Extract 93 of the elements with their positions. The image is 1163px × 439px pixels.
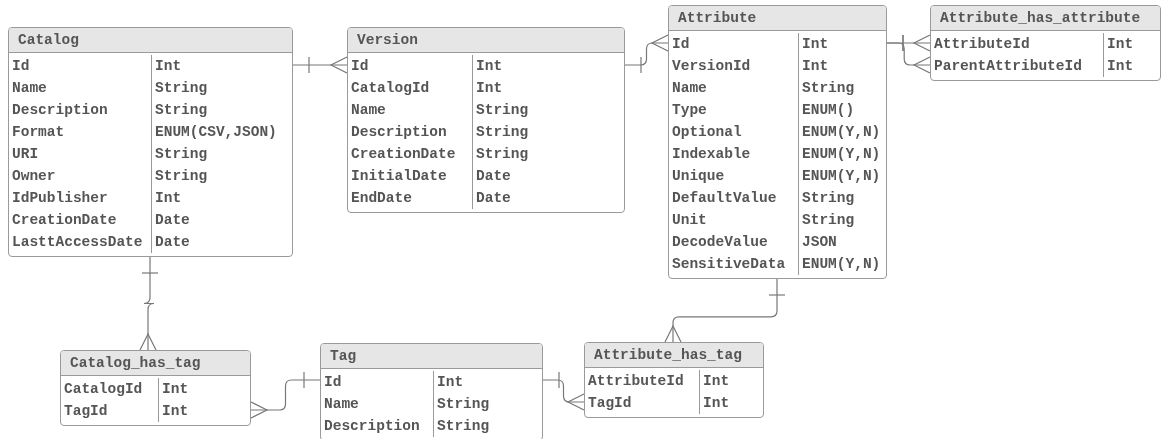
relationship-line — [250, 371, 321, 419]
relationship-line — [624, 34, 669, 74]
field-name: IdPublisher — [11, 189, 109, 208]
field-name: Name — [350, 101, 387, 120]
field-type: Int — [1103, 55, 1160, 77]
field-type: String — [433, 415, 542, 437]
field-name: Name — [323, 395, 360, 414]
field-name: TagId — [587, 394, 633, 413]
field-name: Id — [11, 57, 31, 76]
entity-table — [347, 27, 625, 213]
field-name: CatalogId — [63, 380, 144, 399]
field-name: AttributeId — [587, 372, 685, 391]
field-name: CreationDate — [11, 211, 118, 230]
field-type: Int — [798, 55, 886, 77]
field-name: EndDate — [350, 189, 413, 208]
field-type: Date — [472, 165, 624, 187]
field-name: VersionId — [671, 57, 752, 76]
field-name: SensitiveData — [671, 255, 787, 274]
field-name: Format — [11, 123, 66, 142]
field-type: Int — [472, 77, 624, 99]
field-name: Description — [350, 123, 448, 142]
field-type: Int — [472, 55, 624, 77]
field-type: String — [151, 77, 292, 99]
table-title: Attribute_has_attribute — [940, 9, 1141, 28]
field-type: ENUM(Y,N) — [798, 143, 886, 165]
field-name: TagId — [63, 402, 109, 421]
field-type: String — [472, 99, 624, 121]
field-type: Int — [699, 392, 763, 414]
field-name: LasttAccessDate — [11, 233, 144, 252]
field-name: Unit — [671, 211, 708, 230]
table-title: Tag — [330, 347, 357, 366]
field-type: Date — [151, 231, 292, 253]
field-type: String — [151, 143, 292, 165]
field-type: String — [798, 187, 886, 209]
field-type: ENUM(Y,N) — [798, 253, 886, 275]
field-name: Indexable — [671, 145, 752, 164]
table-title: Version — [357, 31, 418, 50]
relationship-line — [664, 278, 786, 343]
relationship-line — [292, 56, 348, 74]
entity-table — [930, 5, 1161, 81]
field-type: String — [151, 99, 292, 121]
field-type: Int — [158, 400, 250, 422]
field-type: Date — [472, 187, 624, 209]
field-type: String — [798, 209, 886, 231]
field-type: String — [472, 143, 624, 165]
field-type: ENUM(Y,N) — [798, 121, 886, 143]
table-title: Attribute — [678, 9, 757, 28]
table-title: Attribute_has_tag — [594, 346, 742, 365]
entity-table — [60, 350, 251, 426]
relationship-line — [886, 34, 931, 74]
field-name: CatalogId — [350, 79, 431, 98]
field-name: URI — [11, 145, 40, 164]
field-type: String — [433, 393, 542, 415]
field-type: Int — [151, 55, 292, 77]
field-type: ENUM(Y,N) — [798, 165, 886, 187]
field-type: String — [472, 121, 624, 143]
field-type: ENUM() — [798, 99, 886, 121]
field-name: DefaultValue — [671, 189, 778, 208]
field-name: Owner — [11, 167, 57, 186]
field-type: Int — [798, 33, 886, 55]
field-name: DecodeValue — [671, 233, 769, 252]
field-name: Id — [323, 373, 343, 392]
field-type: String — [798, 77, 886, 99]
field-name: Unique — [671, 167, 726, 186]
field-name: CreationDate — [350, 145, 457, 164]
field-name: AttributeId — [933, 35, 1031, 54]
field-type: Int — [433, 371, 542, 393]
table-title: Catalog — [18, 31, 79, 50]
entity-table — [668, 5, 887, 279]
field-name: Description — [323, 417, 421, 436]
field-name: InitialDate — [350, 167, 448, 186]
field-name: ParentAttributeId — [933, 57, 1083, 76]
field-name: Type — [671, 101, 708, 120]
entity-table — [584, 342, 764, 418]
field-name: Name — [671, 79, 708, 98]
field-type: Int — [699, 370, 763, 392]
field-type: Date — [151, 209, 292, 231]
field-name: Id — [350, 57, 370, 76]
field-type: String — [151, 165, 292, 187]
field-name: Id — [671, 35, 691, 54]
field-type: JSON — [798, 231, 886, 253]
field-type: Int — [1103, 33, 1160, 55]
relationship-line — [139, 256, 159, 351]
entity-table — [8, 27, 293, 257]
table-title: Catalog_has_tag — [70, 354, 201, 373]
relationship-line — [542, 371, 585, 411]
field-name: Optional — [671, 123, 743, 142]
field-type: ENUM(CSV,JSON) — [151, 121, 292, 143]
field-type: Int — [158, 378, 250, 400]
field-name: Name — [11, 79, 48, 98]
entity-table — [320, 343, 543, 439]
field-type: Int — [151, 187, 292, 209]
field-name: Description — [11, 101, 109, 120]
